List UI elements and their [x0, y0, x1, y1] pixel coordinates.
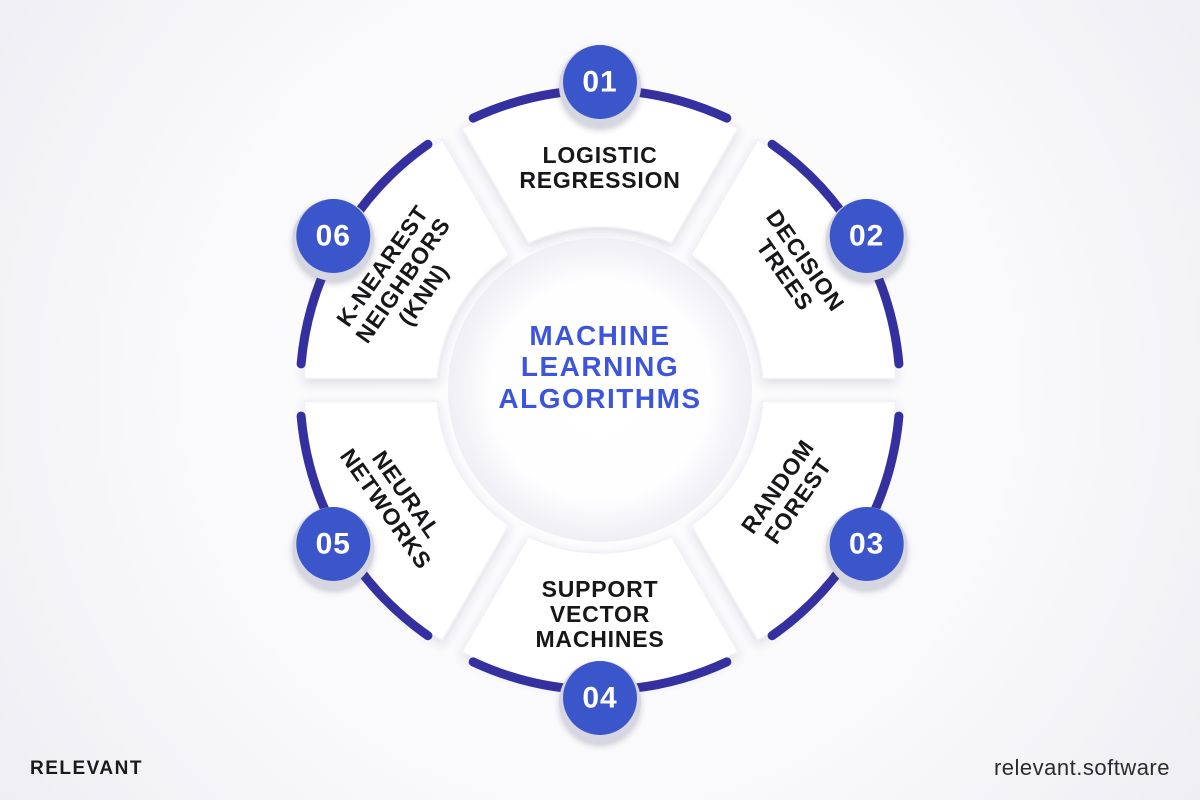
brand-logo: RELEVANT: [30, 758, 143, 779]
badge-06: 06: [292, 199, 375, 281]
badge-03-circle: [829, 507, 904, 581]
badge-02: 02: [825, 199, 908, 281]
badge-06-circle: [296, 199, 371, 273]
segment-label-support-vector-machines: SUPPORT VECTOR MACHINES: [535, 576, 665, 652]
badge-06-number: 06: [316, 220, 351, 253]
badge-04-number: 04: [582, 682, 617, 715]
badge-01: 01: [559, 45, 641, 127]
diagram-title: MACHINE LEARNING ALGORITHMS: [498, 320, 702, 414]
badge-05-number: 05: [316, 528, 351, 561]
center-disc: [448, 238, 752, 542]
badge-04: 04: [559, 661, 641, 743]
badge-05-circle: [296, 507, 371, 581]
badge-04-circle: [563, 661, 637, 735]
badge-01-number: 01: [582, 66, 617, 99]
badge-05: 05: [292, 507, 375, 589]
badge-01-circle: [563, 45, 637, 119]
badge-03-number: 03: [849, 528, 884, 561]
segment-label-logistic-regression: LOGISTIC REGRESSION: [519, 142, 681, 193]
badge-02-circle: [829, 199, 904, 273]
badge-02-number: 02: [849, 220, 884, 253]
website-url: relevant.software: [993, 755, 1170, 780]
badge-03: 03: [825, 507, 908, 589]
